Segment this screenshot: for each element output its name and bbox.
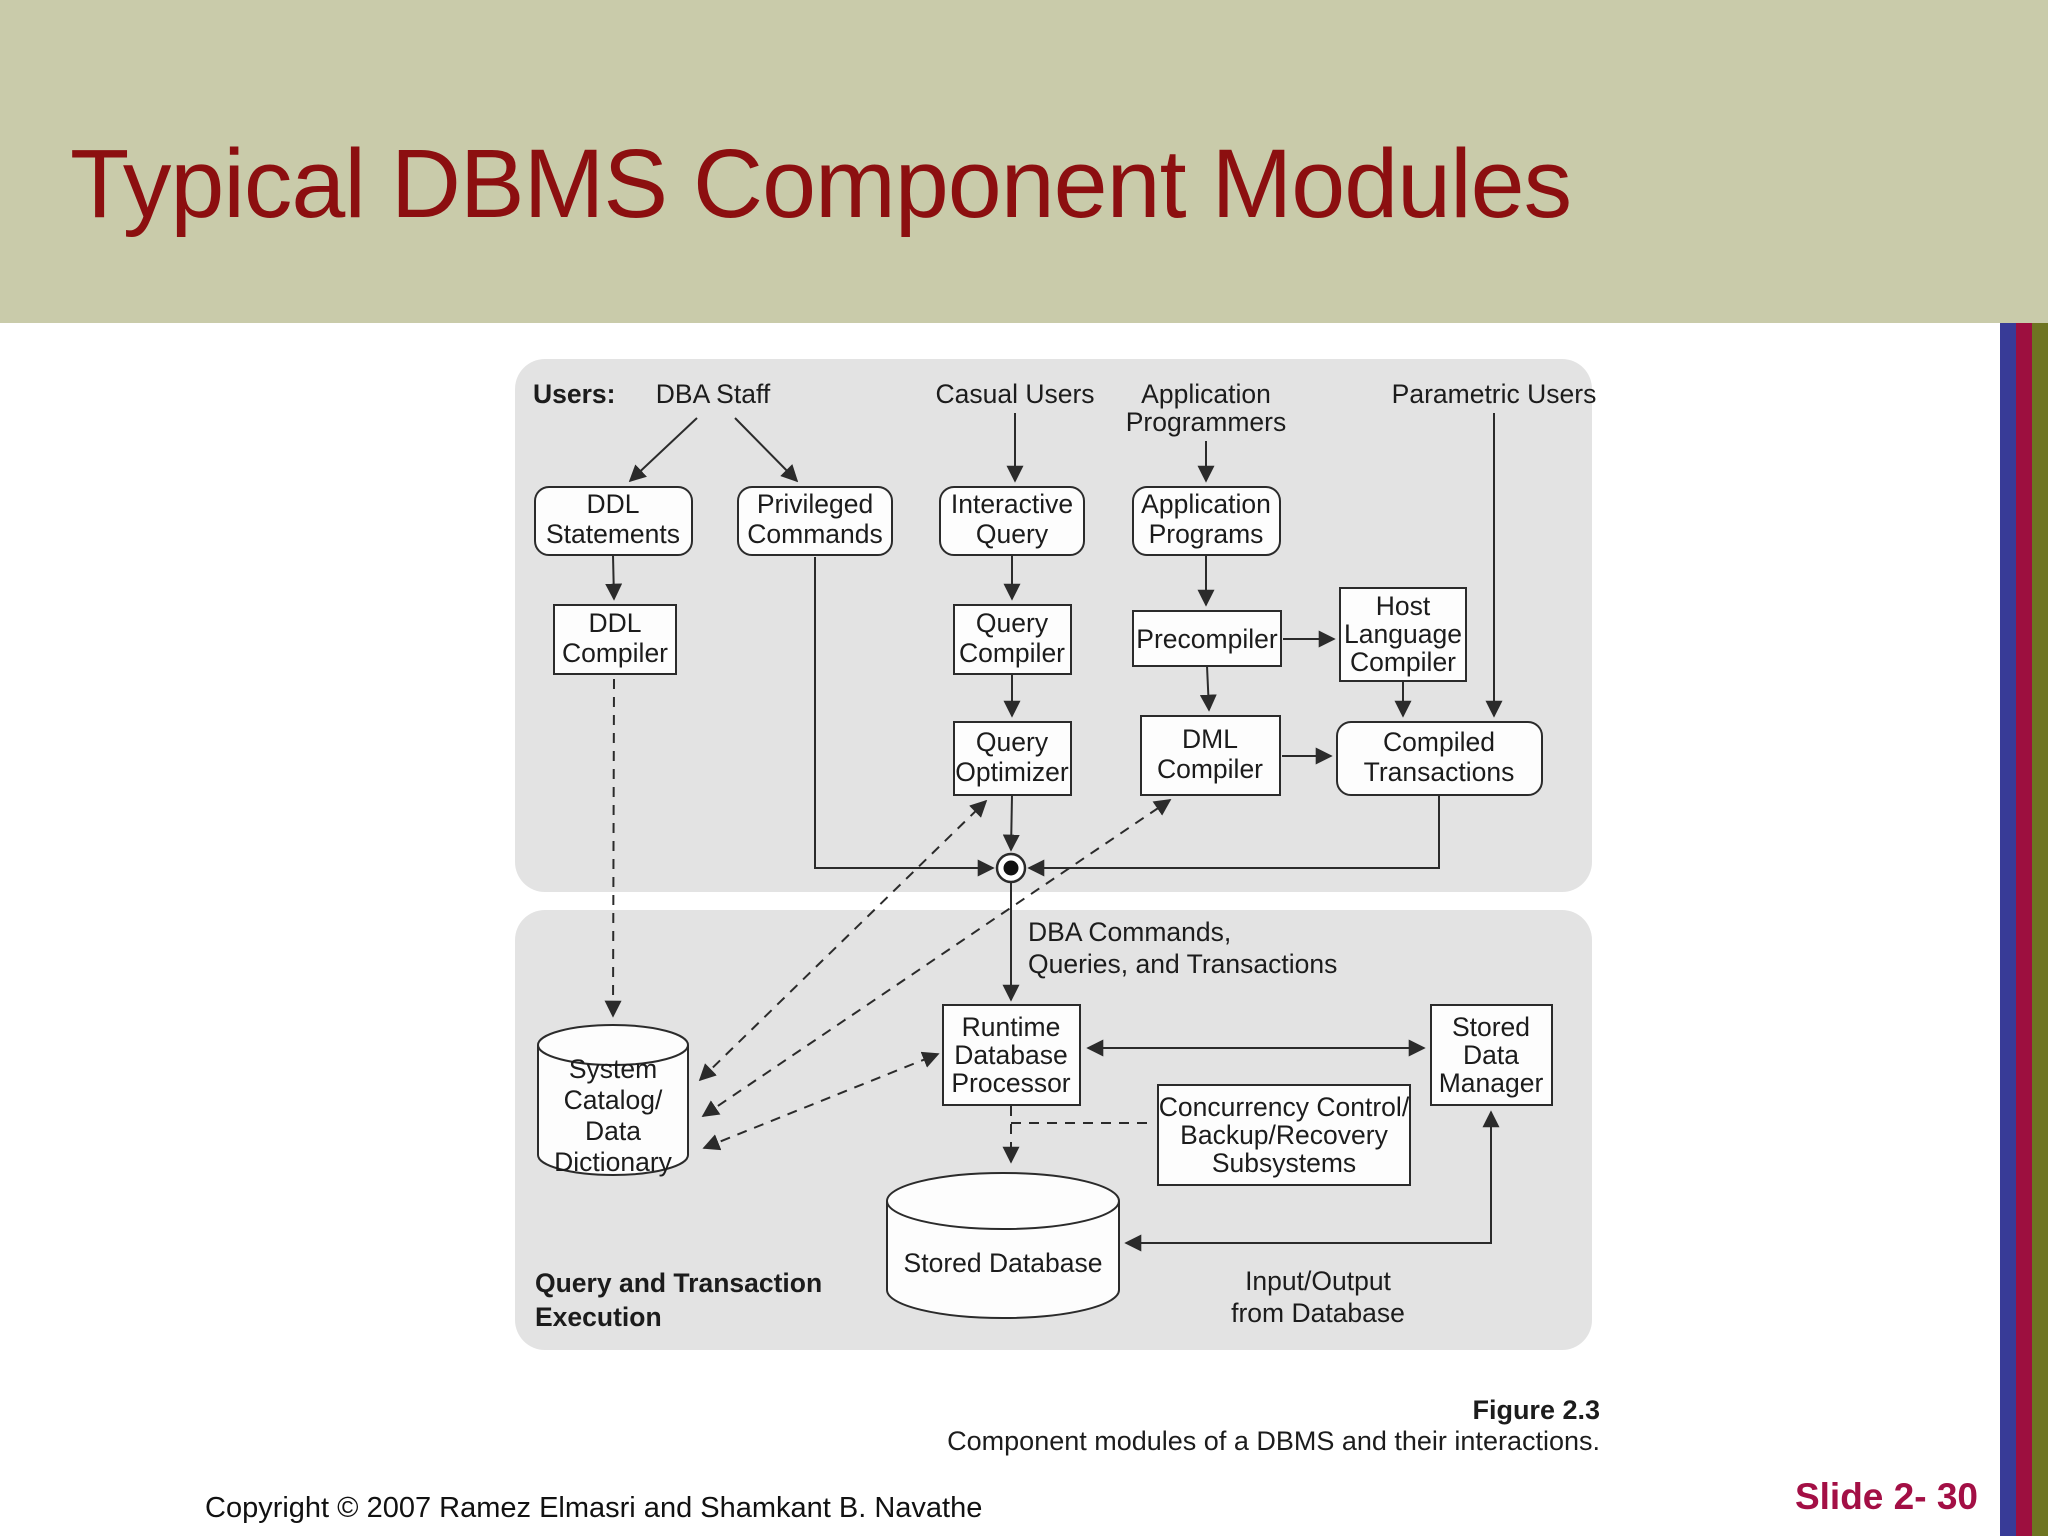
svg-text:Host: Host — [1376, 591, 1431, 621]
svg-text:Transactions: Transactions — [1364, 757, 1515, 787]
dba-commands-label: DBA Commands, Queries, and Transactions — [1028, 917, 1337, 979]
node-privileged-commands: Privileged Commands — [737, 486, 893, 556]
header-band — [0, 0, 2048, 323]
dashed-ddl-compiler-to-system-catalog — [604, 678, 622, 1018]
svg-text:Processor: Processor — [951, 1068, 1070, 1098]
edge-stripe-blue — [2000, 323, 2016, 1536]
user-application-programmers: Application — [1141, 379, 1271, 409]
node-concurrency-subsystems: Concurrency Control/ Backup/Recovery Sub… — [1157, 1084, 1411, 1186]
svg-text:Query: Query — [976, 727, 1049, 757]
slide-number: Slide 2- 30 — [1794, 1476, 1978, 1517]
node-application-programs: Application Programs — [1132, 486, 1281, 556]
node-host-language-compiler: Host Language Compiler — [1339, 587, 1467, 682]
svg-text:Database: Database — [954, 1040, 1067, 1070]
svg-text:Backup/Recovery: Backup/Recovery — [1180, 1120, 1388, 1150]
node-stored-data-manager: Stored Data Manager — [1430, 1004, 1553, 1106]
svg-text:Precompiler: Precompiler — [1136, 624, 1278, 654]
svg-text:Language: Language — [1344, 619, 1462, 649]
figure-caption: Component modules of a DBMS and their in… — [947, 1426, 1600, 1456]
user-dba-staff: DBA Staff — [656, 379, 771, 409]
svg-text:Interactive: Interactive — [951, 489, 1073, 519]
figure-label: Figure 2.3 — [1472, 1395, 1600, 1425]
arrow-query-optimizer-to-junction — [1002, 794, 1020, 852]
node-query-optimizer: Query Optimizer — [953, 721, 1072, 796]
svg-text:Data: Data — [1463, 1040, 1519, 1070]
svg-text:from Database: from Database — [1231, 1298, 1405, 1328]
arrow-ddl-statements-to-ddl-compiler — [605, 554, 623, 601]
svg-text:Compiled: Compiled — [1383, 727, 1495, 757]
svg-text:Input/Output: Input/Output — [1245, 1266, 1391, 1296]
dashed-connectors — [604, 678, 1172, 1164]
svg-text:Data: Data — [585, 1116, 641, 1146]
svg-text:Execution: Execution — [535, 1302, 662, 1332]
svg-text:Dictionary: Dictionary — [554, 1147, 673, 1177]
arrow-stored-data-manager-stored-database — [1124, 1110, 1500, 1252]
svg-text:Concurrency Control/: Concurrency Control/ — [1159, 1092, 1410, 1122]
junction-dot — [995, 852, 1027, 884]
arrow-dba-staff-to-ddl-statements — [628, 417, 698, 483]
svg-text:Stored: Stored — [1452, 1012, 1530, 1042]
node-interactive-query: Interactive Query — [939, 486, 1085, 556]
node-precompiler: Precompiler — [1132, 610, 1282, 667]
dashed-system-catalog-runtime-processor — [702, 1051, 940, 1151]
svg-text:Compiler: Compiler — [959, 638, 1065, 668]
svg-text:Queries, and Transactions: Queries, and Transactions — [1028, 949, 1337, 979]
svg-text:Compiler: Compiler — [1157, 754, 1263, 784]
svg-text:System: System — [569, 1054, 657, 1084]
svg-text:Commands: Commands — [747, 519, 883, 549]
arrow-precompiler-to-dml-compiler — [1199, 665, 1217, 712]
query-transaction-execution-label: Query and Transaction Execution — [535, 1268, 822, 1332]
svg-text:Compiler: Compiler — [1350, 647, 1456, 677]
svg-text:DML: DML — [1182, 724, 1238, 754]
node-query-compiler: Query Compiler — [953, 604, 1072, 675]
node-ddl-statements: DDL Statements — [534, 486, 693, 556]
user-parametric-users: Parametric Users — [1392, 379, 1597, 409]
user-application-programmers: Programmers — [1126, 407, 1287, 437]
svg-text:Application: Application — [1141, 489, 1271, 519]
svg-text:DDL: DDL — [586, 489, 639, 519]
arrow-dba-staff-to-privileged-commands — [734, 417, 799, 483]
svg-text:Manager: Manager — [1439, 1068, 1544, 1098]
svg-text:DDL: DDL — [588, 608, 641, 638]
node-system-catalog: System Catalog/ Data Dictionary — [537, 1024, 689, 1177]
svg-text:Optimizer: Optimizer — [955, 757, 1069, 787]
node-runtime-database-processor: Runtime Database Processor — [942, 1004, 1081, 1106]
svg-text:DBA Commands,: DBA Commands, — [1028, 917, 1231, 947]
page-title: Typical DBMS Component Modules — [70, 129, 1572, 238]
node-stored-database: Stored Database — [886, 1172, 1120, 1319]
svg-text:Stored Database: Stored Database — [904, 1248, 1103, 1278]
svg-text:Subsystems: Subsystems — [1212, 1148, 1356, 1178]
edge-stripe-olive — [2032, 323, 2048, 1536]
users-label: Users: — [533, 379, 616, 409]
svg-text:Statements: Statements — [546, 519, 680, 549]
edge-stripe-crimson — [2016, 323, 2032, 1536]
node-ddl-compiler: DDL Compiler — [553, 604, 677, 675]
svg-text:Query: Query — [976, 608, 1049, 638]
svg-text:Runtime: Runtime — [962, 1012, 1061, 1042]
user-casual-users: Casual Users — [935, 379, 1094, 409]
svg-text:Catalog/: Catalog/ — [564, 1085, 663, 1115]
copyright-text: Copyright © 2007 Ramez Elmasri and Shamk… — [205, 1492, 983, 1524]
node-compiled-transactions: Compiled Transactions — [1336, 721, 1543, 796]
svg-text:Query: Query — [976, 519, 1049, 549]
svg-text:Compiler: Compiler — [562, 638, 668, 668]
node-dml-compiler: DML Compiler — [1140, 715, 1281, 796]
svg-text:Query and Transaction: Query and Transaction — [535, 1268, 822, 1298]
svg-text:Privileged: Privileged — [757, 489, 873, 519]
svg-text:Programs: Programs — [1149, 519, 1264, 549]
io-from-database-label: Input/Output from Database — [1231, 1266, 1405, 1328]
